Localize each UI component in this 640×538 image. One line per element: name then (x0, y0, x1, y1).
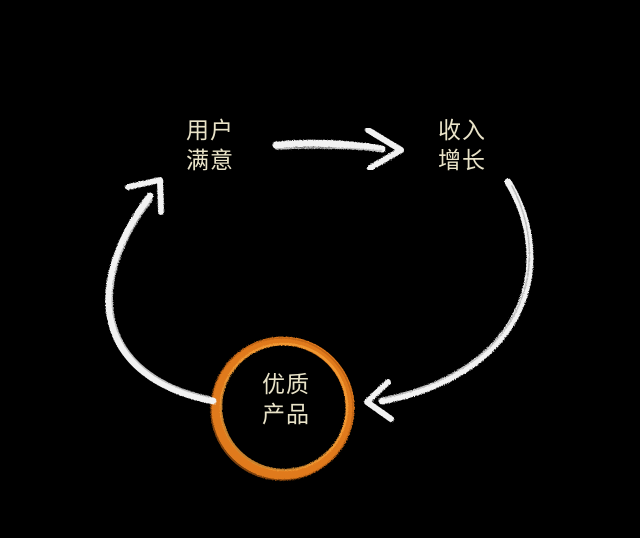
node-user-satisfaction: 用户 满意 (150, 116, 270, 176)
node-revenue-growth: 收入 增长 (402, 116, 522, 176)
arrow-revenue-to-product (364, 178, 534, 422)
arrow-product-to-user (105, 177, 217, 405)
node-user-satisfaction-line1: 用户 (186, 118, 234, 144)
node-quality-product-line1: 优质 (262, 372, 310, 398)
node-quality-product: 优质 产品 (226, 370, 346, 430)
node-revenue-growth-line1: 收入 (438, 118, 486, 144)
node-revenue-growth-line2: 增长 (438, 148, 486, 174)
node-user-satisfaction-line2: 满意 (186, 148, 234, 174)
arrow-user-to-revenue (272, 127, 404, 171)
quality-product-circle (210, 336, 355, 481)
node-quality-product-line2: 产品 (262, 402, 310, 428)
